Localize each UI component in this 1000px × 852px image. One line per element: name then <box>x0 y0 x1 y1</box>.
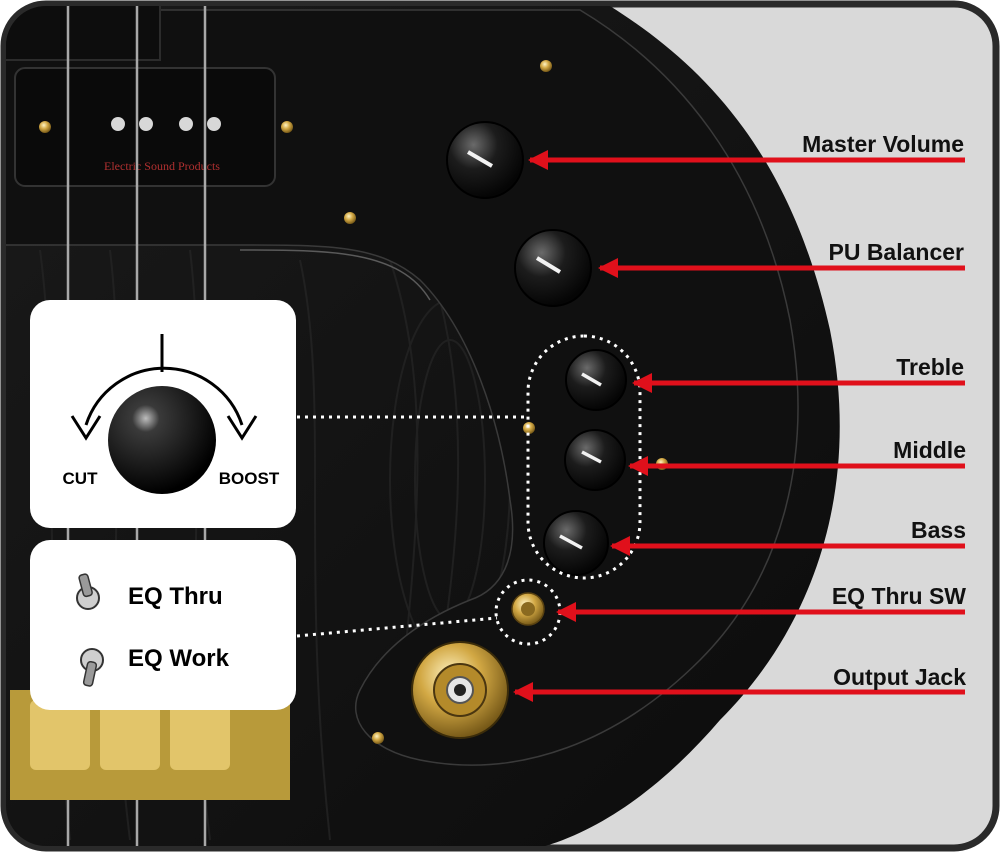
treble-knob <box>565 349 627 411</box>
cut-arrow-icon <box>70 415 102 441</box>
pole-piece <box>139 117 153 131</box>
pole-piece <box>179 117 193 131</box>
master-volume-knob <box>446 121 524 199</box>
eq-thru-switch <box>511 592 545 626</box>
pickguard-screws <box>344 60 668 744</box>
pickguard-edge <box>239 249 431 301</box>
pickup-brand: Electric Sound Products <box>104 159 220 173</box>
switch-function-panel: EQ Thru EQ Work <box>30 540 296 710</box>
knob-icon <box>108 386 216 494</box>
switch-panel-connector <box>296 616 498 638</box>
toggle-thru-icon <box>76 573 100 610</box>
pole-piece <box>207 117 221 131</box>
label-bass: Bass <box>911 517 966 543</box>
screw <box>39 121 51 133</box>
boost-arrow-icon <box>226 415 258 441</box>
label-eq-thru-sw: EQ Thru SW <box>832 583 966 609</box>
boost-label: BOOST <box>219 469 280 488</box>
pu-balancer-knob <box>514 229 592 307</box>
rotation-arc <box>84 366 244 426</box>
label-middle: Middle <box>893 437 966 463</box>
label-output-jack: Output Jack <box>833 664 966 690</box>
pole-piece <box>111 117 125 131</box>
bass-knob <box>543 510 609 576</box>
pickup: Electric Sound Products <box>6 6 293 187</box>
output-jack <box>411 641 509 739</box>
label-pu-balancer: PU Balancer <box>828 239 964 265</box>
pickguard <box>6 9 799 766</box>
knob-function-panel: CUT BOOST <box>30 300 296 528</box>
eq-thru-label: EQ Thru <box>128 583 223 610</box>
label-master-volume: Master Volume <box>802 131 964 157</box>
cut-label: CUT <box>63 469 99 488</box>
toggle-work-icon <box>80 648 104 687</box>
middle-knob <box>564 429 626 491</box>
callout-arrows <box>513 150 965 702</box>
label-treble: Treble <box>896 354 964 380</box>
screw <box>281 121 293 133</box>
eq-work-label: EQ Work <box>128 645 230 672</box>
